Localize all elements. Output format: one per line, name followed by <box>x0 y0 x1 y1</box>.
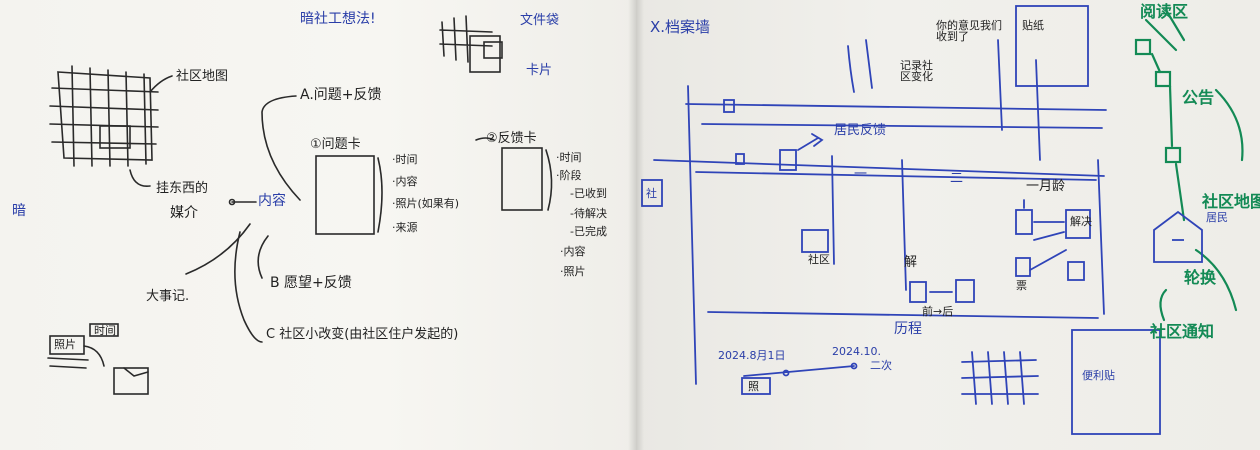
label-photo-tag: 照 <box>748 380 759 393</box>
label-media: 媒介 <box>170 205 198 221</box>
left-notebook-page: 暗社工想法! 暗 社区地图 文件袋 卡片 挂东西的 媒介 内容 A.问题+反馈 … <box>0 0 636 450</box>
notebook-gutter <box>628 0 644 450</box>
label-hang-media: 挂东西的 <box>156 181 209 196</box>
label-history: 历程 <box>894 321 922 337</box>
label-note-top: 贴纸 <box>1022 19 1044 32</box>
fc-time: ·时间 <box>556 151 582 164</box>
left-edge-box <box>641 179 663 207</box>
left-side-label: 暗 <box>12 203 26 219</box>
label-section-two: 二 <box>950 171 964 186</box>
label-one-month: 一月龄 <box>1026 179 1066 194</box>
label-content: 内容 <box>258 193 286 209</box>
fc-photo: ·照片 <box>560 265 586 278</box>
fc-content: ·内容 <box>560 245 586 258</box>
label-problem-card: ①问题卡 <box>310 137 361 152</box>
green-label-1: 阅读区 <box>1140 2 1189 21</box>
file-bag-sketch <box>439 15 503 73</box>
label-sticky-note: 便利贴 <box>1082 369 1115 382</box>
fc-solving: -待解决 <box>570 207 607 220</box>
label-c-title: C 社区小改变(由社区住户发起的) <box>266 327 459 342</box>
photo-sketch-1 <box>49 335 85 355</box>
label-left-box: 社 <box>646 187 657 200</box>
community-map-grid-sketch <box>49 65 173 167</box>
label-file-bag: 文件袋 <box>520 13 560 28</box>
problem-card-sketch <box>315 155 375 235</box>
left-heading: 暗社工想法! <box>300 11 376 27</box>
date-tag-sketch <box>89 323 119 337</box>
label-date2b: 二次 <box>870 359 892 372</box>
label-date1: 2024.8月1日 <box>718 349 786 362</box>
label-section-one: 一 <box>854 167 868 182</box>
label-date-tag: 时间 <box>94 324 116 337</box>
label-community: 社区 <box>808 253 830 266</box>
green-label-2: 公告 <box>1182 88 1215 107</box>
house-sketch <box>1153 210 1203 263</box>
label-community-map: 社区地图 <box>176 69 229 84</box>
label-resident-feedback: 居民反馈 <box>834 123 887 138</box>
right-heading: X.档案墙 <box>650 18 711 36</box>
label-idea: 解 <box>904 255 918 270</box>
community-box <box>801 229 829 253</box>
green-label-4: 轮换 <box>1184 268 1217 287</box>
pc-content: ·内容 <box>392 175 418 188</box>
label-events: 大事记. <box>146 289 190 304</box>
label-feedback-card: ②反馈卡 <box>486 131 537 146</box>
label-solve: 解决 <box>1070 215 1092 228</box>
label-date2: 2024.10. <box>832 345 881 358</box>
fc-done: -已完成 <box>570 225 607 238</box>
fc-stage: ·阶段 <box>556 169 582 182</box>
pc-time: ·时间 <box>392 153 418 166</box>
label-note-corner-2: 记录社区变化 <box>900 59 933 83</box>
label-b-title: B 愿望+反馈 <box>270 275 352 291</box>
pc-source: ·来源 <box>392 221 418 234</box>
green-label-3: 社区地图 <box>1202 192 1260 211</box>
label-before-after: 前→后 <box>922 305 954 318</box>
label-note-corner-1: 你的意见我们收到了 <box>936 19 1002 43</box>
label-photo-1: 照片 <box>54 338 76 351</box>
fc-received: -已收到 <box>570 187 607 200</box>
photo-sketch-2 <box>113 367 149 395</box>
feedback-card-sketch <box>501 147 543 211</box>
label-house: 居民 <box>1206 211 1228 224</box>
pc-photo: ·照片(如果有) <box>392 197 460 210</box>
right-sketch-drawings <box>641 5 1244 435</box>
label-ticket: 票 <box>1016 279 1027 292</box>
green-label-5: 社区通知 <box>1150 322 1215 341</box>
notice-frame <box>1015 5 1089 87</box>
label-a-title: A.问题+反馈 <box>300 87 382 103</box>
bottom-grid-sketch <box>961 351 1039 405</box>
label-card: 卡片 <box>526 63 553 78</box>
green-annotations <box>1134 8 1244 322</box>
sticky-frame <box>1071 329 1161 435</box>
left-sketch-drawings <box>47 15 553 395</box>
right-notebook-page: X.档案墙 居民反馈 一 二 一月龄 社区 解决 票 解 历程 2024.8月1… <box>636 0 1260 450</box>
